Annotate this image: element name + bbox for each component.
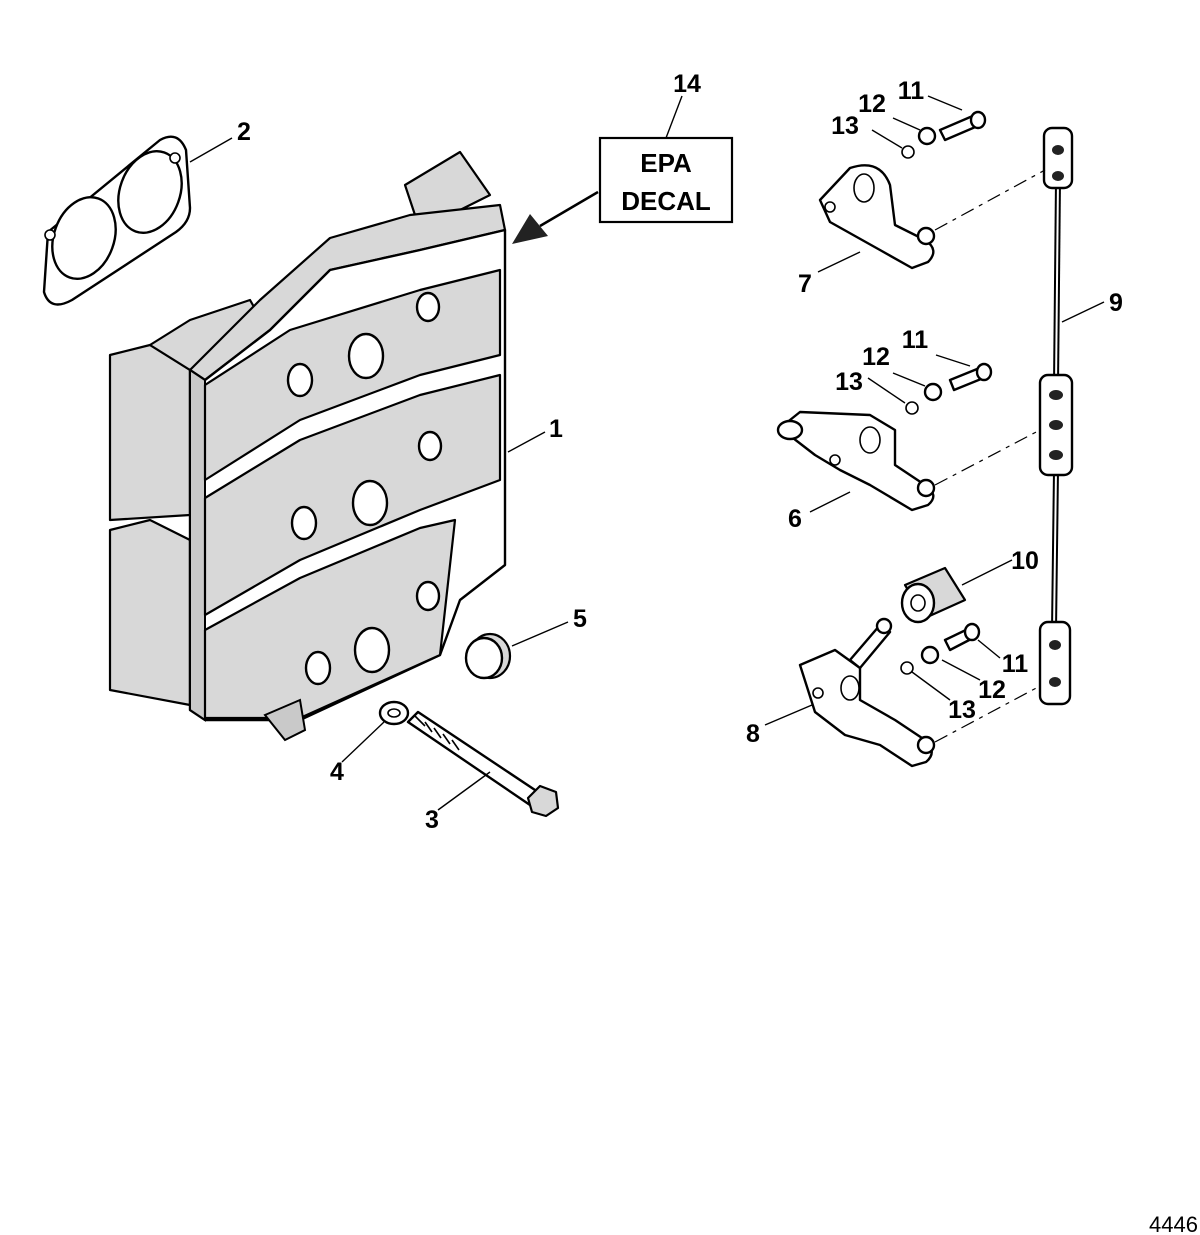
callout-12-lower: 12 <box>978 676 1006 704</box>
plug-cap-part <box>464 632 512 680</box>
callout-13-upper: 13 <box>831 112 859 140</box>
callout-12-middle: 12 <box>862 343 890 371</box>
decal-arrowhead <box>512 214 548 244</box>
figure-number: 4446 <box>1149 1212 1198 1235</box>
gasket-part <box>42 135 192 306</box>
bolt-part <box>406 710 560 818</box>
decal-text-line-1: EPA <box>640 148 692 178</box>
decal-arrow <box>539 190 599 228</box>
callout-9: 9 <box>1109 289 1123 317</box>
callout-4: 4 <box>330 758 344 786</box>
hardware-lower <box>900 622 981 675</box>
hardware-middle <box>905 362 993 415</box>
main-module-part <box>108 150 507 742</box>
callout-11-upper: 11 <box>898 77 925 105</box>
callout-6: 6 <box>788 505 802 533</box>
lever-arm-lower-part <box>798 617 936 768</box>
callout-10: 10 <box>1011 547 1039 575</box>
callout-11-middle: 11 <box>902 326 929 354</box>
washer-part <box>378 700 410 726</box>
alignment-lines <box>934 169 1046 743</box>
decal-text-line-2: DECAL <box>621 186 711 216</box>
hardware-upper <box>901 110 987 159</box>
leader-14 <box>665 95 683 139</box>
callout-5: 5 <box>573 605 587 633</box>
callout-13-lower: 13 <box>948 696 976 724</box>
callout-14: 14 <box>673 70 701 98</box>
lever-arm-upper-part <box>818 164 936 270</box>
linkage-rod-part <box>1038 126 1074 706</box>
callout-1: 1 <box>549 415 563 443</box>
callout-2: 2 <box>237 118 251 146</box>
bushing-part <box>900 566 967 624</box>
callouts: 1 2 3 4 5 6 7 8 9 10 11 11 11 12 12 12 1… <box>237 70 1123 834</box>
lever-arm-middle-part <box>776 410 936 512</box>
callout-12-upper: 12 <box>858 90 886 118</box>
epa-decal-box: EPA DECAL <box>512 95 734 244</box>
callout-3: 3 <box>425 806 439 834</box>
callout-7: 7 <box>798 270 812 298</box>
callout-8: 8 <box>746 720 760 748</box>
callout-11-lower: 11 <box>1002 650 1029 678</box>
callout-13-middle: 13 <box>835 368 863 396</box>
leader-lines <box>189 95 1105 811</box>
